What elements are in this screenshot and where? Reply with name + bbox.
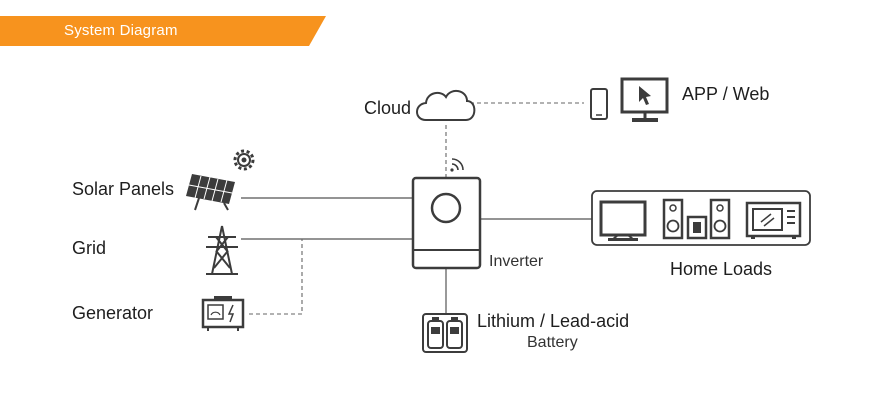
grid-label: Grid (72, 238, 107, 258)
microwave-icon (745, 201, 802, 239)
battery-type-label: Lithium / Lead-acid (477, 311, 630, 331)
battery-label: Battery (527, 334, 578, 351)
gear-icon (233, 149, 255, 171)
monitor-icon (620, 77, 669, 122)
solar-panels-label: Solar Panels (72, 179, 175, 199)
wifi-icon (450, 158, 464, 172)
inverter-label: Inverter (489, 253, 544, 270)
banner-title: System Diagram (64, 22, 178, 39)
app-web-label: APP / Web (682, 84, 770, 104)
banner-shape (0, 16, 326, 46)
generator-link (249, 239, 303, 315)
generator-label: Generator (72, 303, 154, 323)
connection-lines (241, 197, 594, 314)
cloud-label: Cloud (364, 98, 412, 118)
home-loads-label: Home Loads (670, 259, 773, 279)
dashed-links (249, 102, 584, 315)
speaker-icon (662, 198, 731, 240)
inverter-icon (411, 176, 482, 270)
generator-icon (201, 296, 245, 331)
battery-icon (422, 313, 468, 353)
tv-icon (599, 200, 647, 241)
solar-panel-icon (186, 174, 235, 211)
cloud-icon (416, 89, 476, 121)
power-tower-icon (206, 225, 238, 275)
cursor-icon (639, 86, 651, 105)
phone-icon (590, 88, 608, 120)
